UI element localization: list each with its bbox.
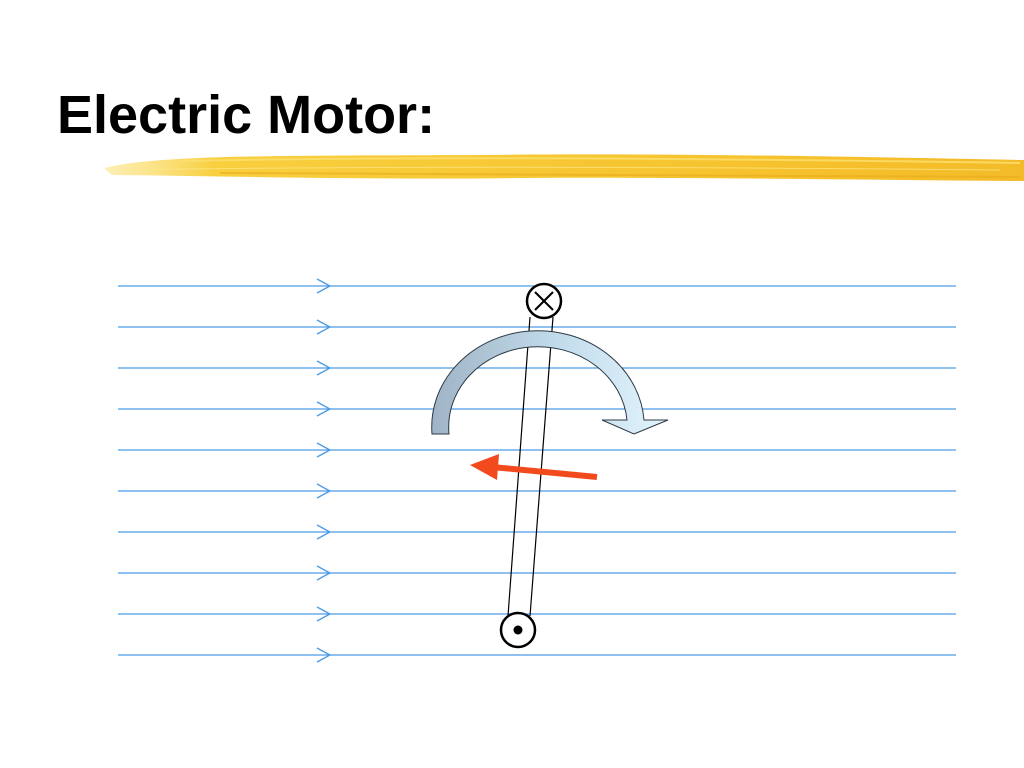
field-direction-arrowhead <box>316 524 332 540</box>
force-arrow <box>470 454 598 480</box>
field-direction-arrowhead <box>316 565 332 581</box>
field-direction-arrowhead <box>316 647 332 663</box>
slide-title: Electric Motor: <box>57 85 436 145</box>
coil-side-right <box>529 316 554 617</box>
field-direction-arrowhead <box>316 278 332 294</box>
magnetic-field-lines <box>118 278 956 663</box>
coil-side-left <box>507 316 531 617</box>
field-direction-arrowhead <box>316 483 332 499</box>
field-direction-arrowhead <box>316 606 332 622</box>
title-underline-stroke <box>104 154 1024 181</box>
field-direction-arrowhead <box>316 401 332 417</box>
current-out-of-page-icon <box>499 611 537 649</box>
rotation-arrow <box>431 330 669 435</box>
field-direction-arrowhead <box>316 360 332 376</box>
current-into-page-icon <box>525 282 563 320</box>
field-direction-arrowhead <box>316 442 332 458</box>
field-direction-arrowhead <box>316 319 332 335</box>
